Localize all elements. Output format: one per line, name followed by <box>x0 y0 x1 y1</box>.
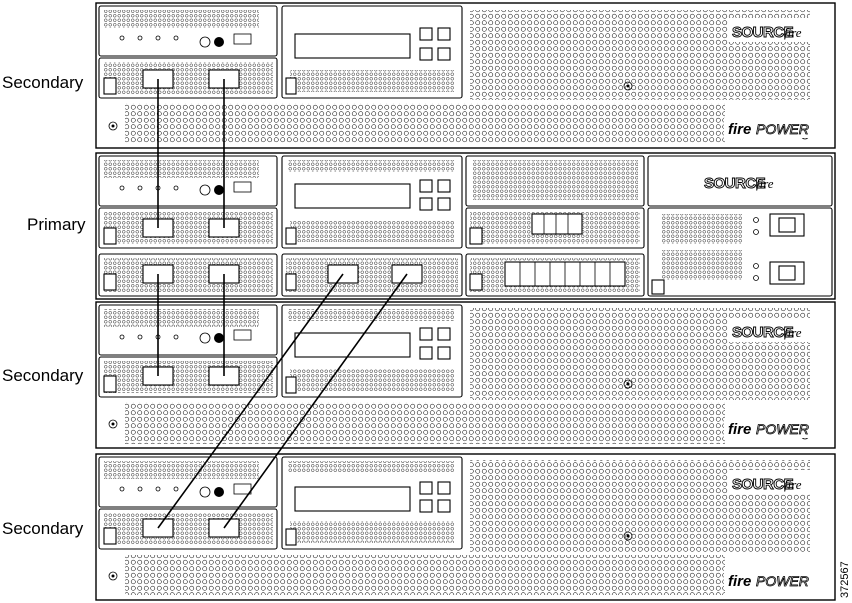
sourcefire-logo: SOURCE <box>732 24 794 41</box>
firepower-logo: fire <box>728 421 751 438</box>
led-indicators <box>119 33 252 48</box>
firepower-logo: fire <box>728 121 751 138</box>
device-primary: SOURCE fire <box>95 152 836 300</box>
device-secondary-top: SOURCE fire fire POWER <box>95 2 836 149</box>
label-secondary-top: Secondary <box>2 73 84 92</box>
label-secondary-bottom: Secondary <box>2 519 84 538</box>
svg-text:fire: fire <box>784 477 802 492</box>
stacking-cables <box>157 79 408 529</box>
device-secondary-bottom: SOURCE fire fire POWER <box>95 453 836 601</box>
stack-cable <box>223 273 408 529</box>
figure-number: 372567 <box>839 561 851 598</box>
svg-text:POWER: POWER <box>756 573 809 589</box>
svg-text:fire: fire <box>784 25 802 40</box>
sourcefire-logo: SOURCE <box>732 324 794 341</box>
sourcefire-logo: SOURCE <box>732 476 794 493</box>
svg-text:fire: fire <box>756 176 774 191</box>
svg-text:fire: fire <box>784 325 802 340</box>
sourcefire-logo: SOURCE <box>704 175 766 192</box>
label-primary: Primary <box>27 215 86 234</box>
svg-text:POWER: POWER <box>756 421 809 437</box>
label-secondary-middle: Secondary <box>2 366 84 385</box>
svg-text:POWER: POWER <box>756 121 809 137</box>
stack-cable <box>157 273 344 529</box>
firepower-logo: fire <box>728 573 751 590</box>
device-secondary-middle: SOURCE fire fire POWER <box>95 301 836 449</box>
